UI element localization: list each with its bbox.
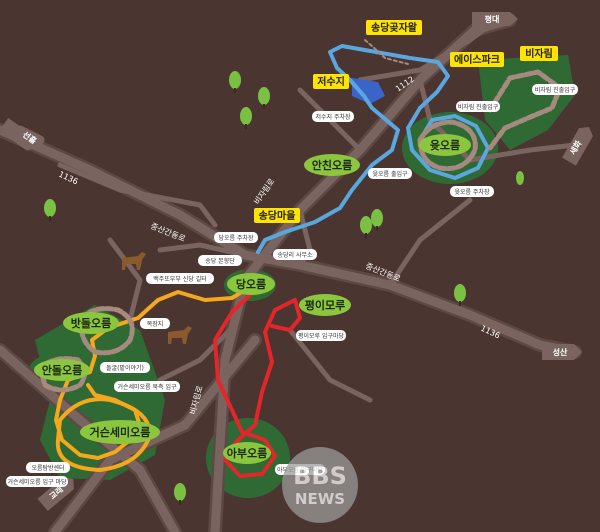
svg-text:송당곶자왈: 송당곶자왈 xyxy=(371,21,418,34)
oreum-abu: 아부오름 xyxy=(223,442,271,464)
svg-text:윳오름 주차장: 윳오름 주차장 xyxy=(454,188,490,196)
oreum-batdol: 밧돌오름 xyxy=(63,312,119,334)
trail-gray-yuk xyxy=(417,119,478,172)
label-eise-park: 에이스파크 xyxy=(450,52,504,67)
tree-icon xyxy=(371,209,383,231)
horse-icon xyxy=(168,326,192,344)
trail-blue xyxy=(256,44,490,254)
svg-text:저수지: 저수지 xyxy=(317,75,345,88)
road-bijarim-ro xyxy=(210,15,515,532)
label-bijarim: 비자림 xyxy=(520,46,558,61)
poi-jeosuji-parking: 저수지 주차장 xyxy=(312,111,354,122)
svg-text:윳오름: 윳오름 xyxy=(430,139,460,152)
direction-seongsan: 성산 xyxy=(542,344,582,360)
trail-gray-bijarim xyxy=(487,69,563,151)
svg-text:오름탐방센터: 오름탐방센터 xyxy=(31,464,64,472)
jeosuji-pond xyxy=(352,78,385,104)
poi-seomgorae: 돌굴(밭이야기) xyxy=(100,362,150,373)
svg-text:비자림 진출입구: 비자림 진출입구 xyxy=(458,103,499,111)
road-1136-west xyxy=(57,162,218,228)
poi-oreum-info-center: 오름탐방센터 xyxy=(26,462,70,473)
poi-yuk-entrance: 윳오름 출입구 xyxy=(368,168,412,179)
svg-text:거슨세미오름: 거슨세미오름 xyxy=(90,425,151,439)
oreum-labels: 윳오름 안친오름 당오름 평이모루 밧돌오름 안돌오름 거슨세미오름 아부오름 xyxy=(34,134,471,464)
trail-red xyxy=(213,293,302,478)
oreum-yuk: 윳오름 xyxy=(419,134,471,156)
svg-text:송당마을: 송당마을 xyxy=(259,209,296,222)
road-local-7 xyxy=(287,327,373,403)
road-southwest-a xyxy=(0,345,180,532)
oreum-pyeongi: 평이모루 xyxy=(299,294,351,316)
tree-icon xyxy=(229,71,241,93)
svg-text:비자림: 비자림 xyxy=(525,47,553,60)
label-jeosuji: 저수지 xyxy=(313,74,349,89)
trail-gray-batdol xyxy=(78,306,135,356)
poi-dang-parking: 당오름 주차장 xyxy=(214,232,258,243)
svg-text:평대: 평대 xyxy=(485,14,500,24)
label-songdang-village: 송당마을 xyxy=(254,208,300,223)
road-local-8 xyxy=(107,237,143,323)
svg-text:목장지: 목장지 xyxy=(147,320,164,328)
oreum-andol: 안돌오름 xyxy=(34,359,90,381)
trail-gray-songdang-spring xyxy=(364,39,409,65)
svg-text:BBS: BBS xyxy=(293,462,347,490)
road-1112 xyxy=(357,15,503,83)
trails xyxy=(37,39,563,478)
tree-icon xyxy=(258,87,270,109)
poi-bijarim-entrance2: 비자림 진출입구 xyxy=(532,84,578,95)
poi-mokjangji: 목장지 xyxy=(140,318,170,329)
svg-text:송당리 사무소: 송당리 사무소 xyxy=(277,251,313,259)
poi-songdangri-office: 송당리 사무소 xyxy=(273,249,317,260)
place-labels: 송당곶자왈 저수지 에이스파크 비자림 송당마을 xyxy=(254,20,558,223)
oreum-anchin: 안친오름 xyxy=(304,154,360,176)
svg-text:거슨세미오름 입구 마당: 거슨세미오름 입구 마당 xyxy=(7,478,66,486)
poi-pyeongi-entrance: 평이모루 입구마당 xyxy=(296,330,346,341)
svg-text:송당 본향단: 송당 본향단 xyxy=(205,257,235,265)
oreum-dang: 당오름 xyxy=(227,273,275,295)
road-local-6 xyxy=(157,327,233,383)
label-songdang-spring: 송당곶자왈 xyxy=(366,20,422,35)
svg-text:저수지 주차장: 저수지 주차장 xyxy=(315,113,351,121)
poi-geosun-north-entrance: 거슨세미오름 북측 입구 xyxy=(114,381,180,392)
svg-text:아부오름: 아부오름 xyxy=(227,446,267,460)
horse-icon xyxy=(122,252,146,270)
svg-text:밧돌오름: 밧돌오름 xyxy=(71,316,111,330)
poi-baekjuho-shrine: 백주또부부 신당 길터 xyxy=(146,273,214,284)
horse-icons xyxy=(122,252,192,344)
poi-bijarim-trail-entrance: 비자림 진출입구 xyxy=(456,101,500,112)
svg-text:비자림 진출입구: 비자림 진출입구 xyxy=(535,86,576,94)
svg-text:에이스파크: 에이스파크 xyxy=(454,53,500,66)
trail-orange xyxy=(54,286,250,460)
svg-text:백주또부부 신당 길터: 백주또부부 신당 길터 xyxy=(153,275,207,283)
tree-icon xyxy=(44,199,56,221)
svg-text:평이모루 입구마당: 평이모루 입구마당 xyxy=(298,332,345,340)
direction-pyeongdae: 평대 xyxy=(472,12,518,26)
svg-text:성산: 성산 xyxy=(553,347,568,357)
svg-text:평이모루: 평이모루 xyxy=(305,298,345,312)
svg-text:안돌오름: 안돌오름 xyxy=(42,363,82,377)
svg-text:당오름 주차장: 당오름 주차장 xyxy=(218,234,254,242)
oreum-geosun: 거슨세미오름 xyxy=(80,420,160,444)
road-sehwa xyxy=(467,142,578,163)
svg-text:돌굴(밭이야기): 돌굴(밭이야기) xyxy=(106,364,144,372)
tree-icon xyxy=(454,284,466,306)
tree-icon xyxy=(174,483,186,505)
tree-icon xyxy=(360,216,372,238)
svg-text:윳오름 출입구: 윳오름 출입구 xyxy=(372,170,408,178)
svg-text:거슨세미오름 북측 입구: 거슨세미오름 북측 입구 xyxy=(117,383,176,391)
road-local-5 xyxy=(157,242,248,258)
svg-text:안친오름: 안친오름 xyxy=(312,158,352,172)
direction-sehwa: 세화 xyxy=(562,126,593,166)
tree-icon xyxy=(240,107,252,129)
tree-icons xyxy=(44,71,524,505)
bbs-news-watermark: BBS NEWS xyxy=(282,447,358,523)
svg-text:당오름: 당오름 xyxy=(236,277,266,291)
svg-text:NEWS: NEWS xyxy=(295,490,345,508)
road-local-4 xyxy=(387,197,473,288)
poi-songdang-bonhyangdang: 송당 본향단 xyxy=(198,255,242,266)
poi-geosun-entrance-yard: 거슨세미오름 입구 마당 xyxy=(6,476,68,487)
poi-yuk-parking: 윳오름 주차장 xyxy=(450,186,494,197)
tree-icon xyxy=(516,171,524,185)
